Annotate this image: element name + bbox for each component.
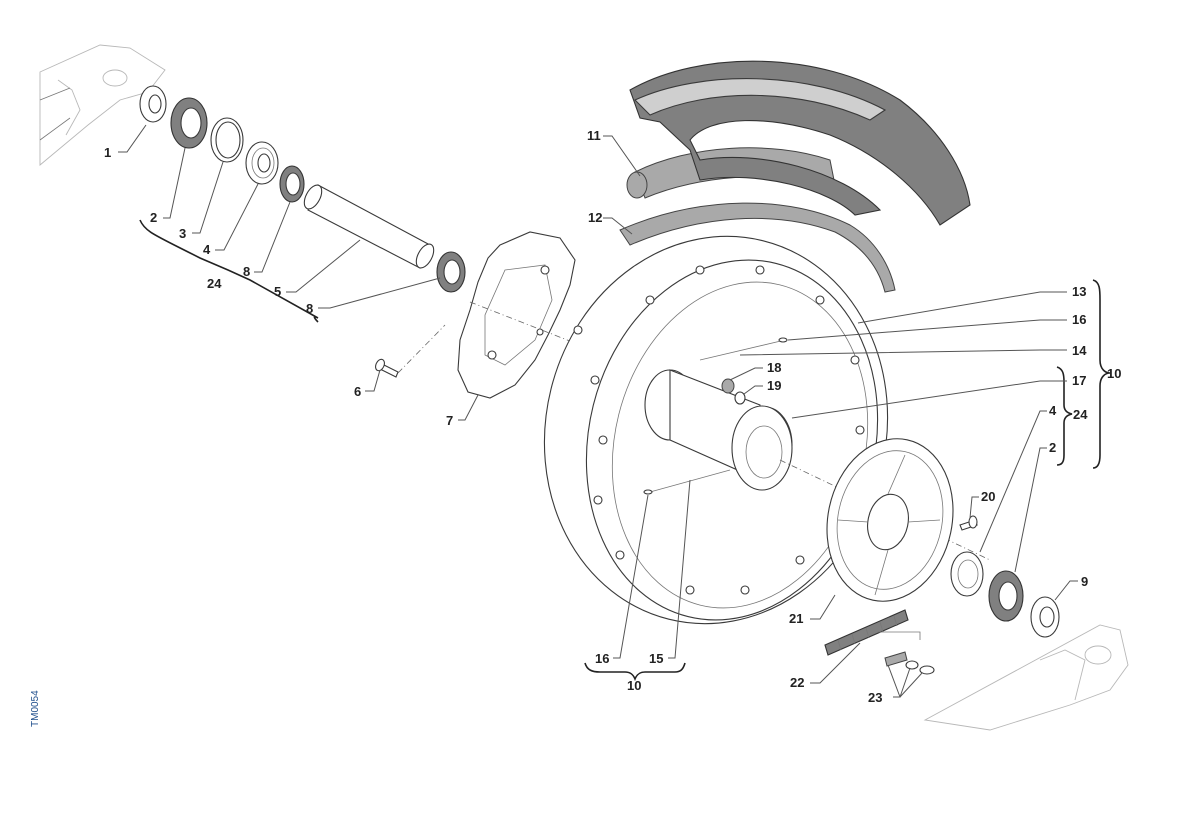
part-21-sprocket [826,438,954,602]
part-2-seal-right [988,570,1024,622]
callout-8-left: 8 [243,264,250,279]
callout-9: 9 [1081,574,1088,589]
part-18-nut [721,378,735,394]
part-3-circlip [210,117,244,163]
part-17-sprocket-carrier [731,405,793,491]
bracket-10-bottom [584,662,686,682]
callout-17: 17 [1072,373,1086,388]
callout-3: 3 [179,226,186,241]
part-6-bolt [375,358,399,378]
part-7-brake-disc [457,231,576,399]
callout-5: 5 [274,284,281,299]
part-12-rim-tape [619,202,896,293]
callout-24-left: 24 [207,276,222,291]
swingarm-right [923,624,1129,731]
part-19-washer [734,391,746,405]
part-4-bearing-right [950,551,984,597]
callout-1: 1 [104,145,111,160]
part-22-chain [824,609,909,656]
part-5-tube [303,184,435,269]
drawing-code: TM0054 [30,690,41,727]
callout-8-right: 8 [306,301,313,316]
callout-16-bottom: 16 [595,651,609,666]
callout-4-right: 4 [1049,403,1057,418]
callout-15: 15 [649,651,663,666]
bracket-24-left [139,219,319,323]
callout-10-right: 10 [1107,366,1121,381]
callout-18: 18 [767,360,781,375]
callout-2-right: 2 [1049,440,1056,455]
part-1-spacer [139,85,167,123]
part-8-ring-right [436,251,466,293]
callout-7: 7 [446,413,453,428]
leader-lines [118,124,1078,698]
callout-24-right: 24 [1073,407,1088,422]
callout-14: 14 [1072,343,1087,358]
part-20-bolt [959,515,978,531]
part-16-nipples [643,337,788,495]
callout-12: 12 [588,210,602,225]
part-14-spoke [699,339,786,361]
callout-2: 2 [150,210,157,225]
callout-23: 23 [868,690,882,705]
callout-6: 6 [354,384,361,399]
swingarm-left [39,44,166,166]
callout-4: 4 [203,242,211,257]
callout-labels: 1 2 3 4 24 8 5 8 6 7 11 12 13 16 14 17 1… [104,128,1121,705]
tyre [629,60,971,226]
bracket-24-right [1056,366,1073,466]
callout-21: 21 [789,611,803,626]
callout-22: 22 [790,675,804,690]
bracket-10-right [1092,279,1111,469]
callout-19: 19 [767,378,781,393]
part-2-seal [170,97,208,149]
part-4-bearing [245,141,279,185]
spoke-holes [573,265,865,595]
callout-13: 13 [1072,284,1086,299]
part-9-spacer [1030,596,1060,638]
callout-10-bottom: 10 [627,678,641,693]
part-8-ring-left [279,165,305,203]
callout-20: 20 [981,489,995,504]
callout-11: 11 [587,128,601,143]
callout-16-right: 16 [1072,312,1086,327]
part-23-chain-link [884,651,935,675]
